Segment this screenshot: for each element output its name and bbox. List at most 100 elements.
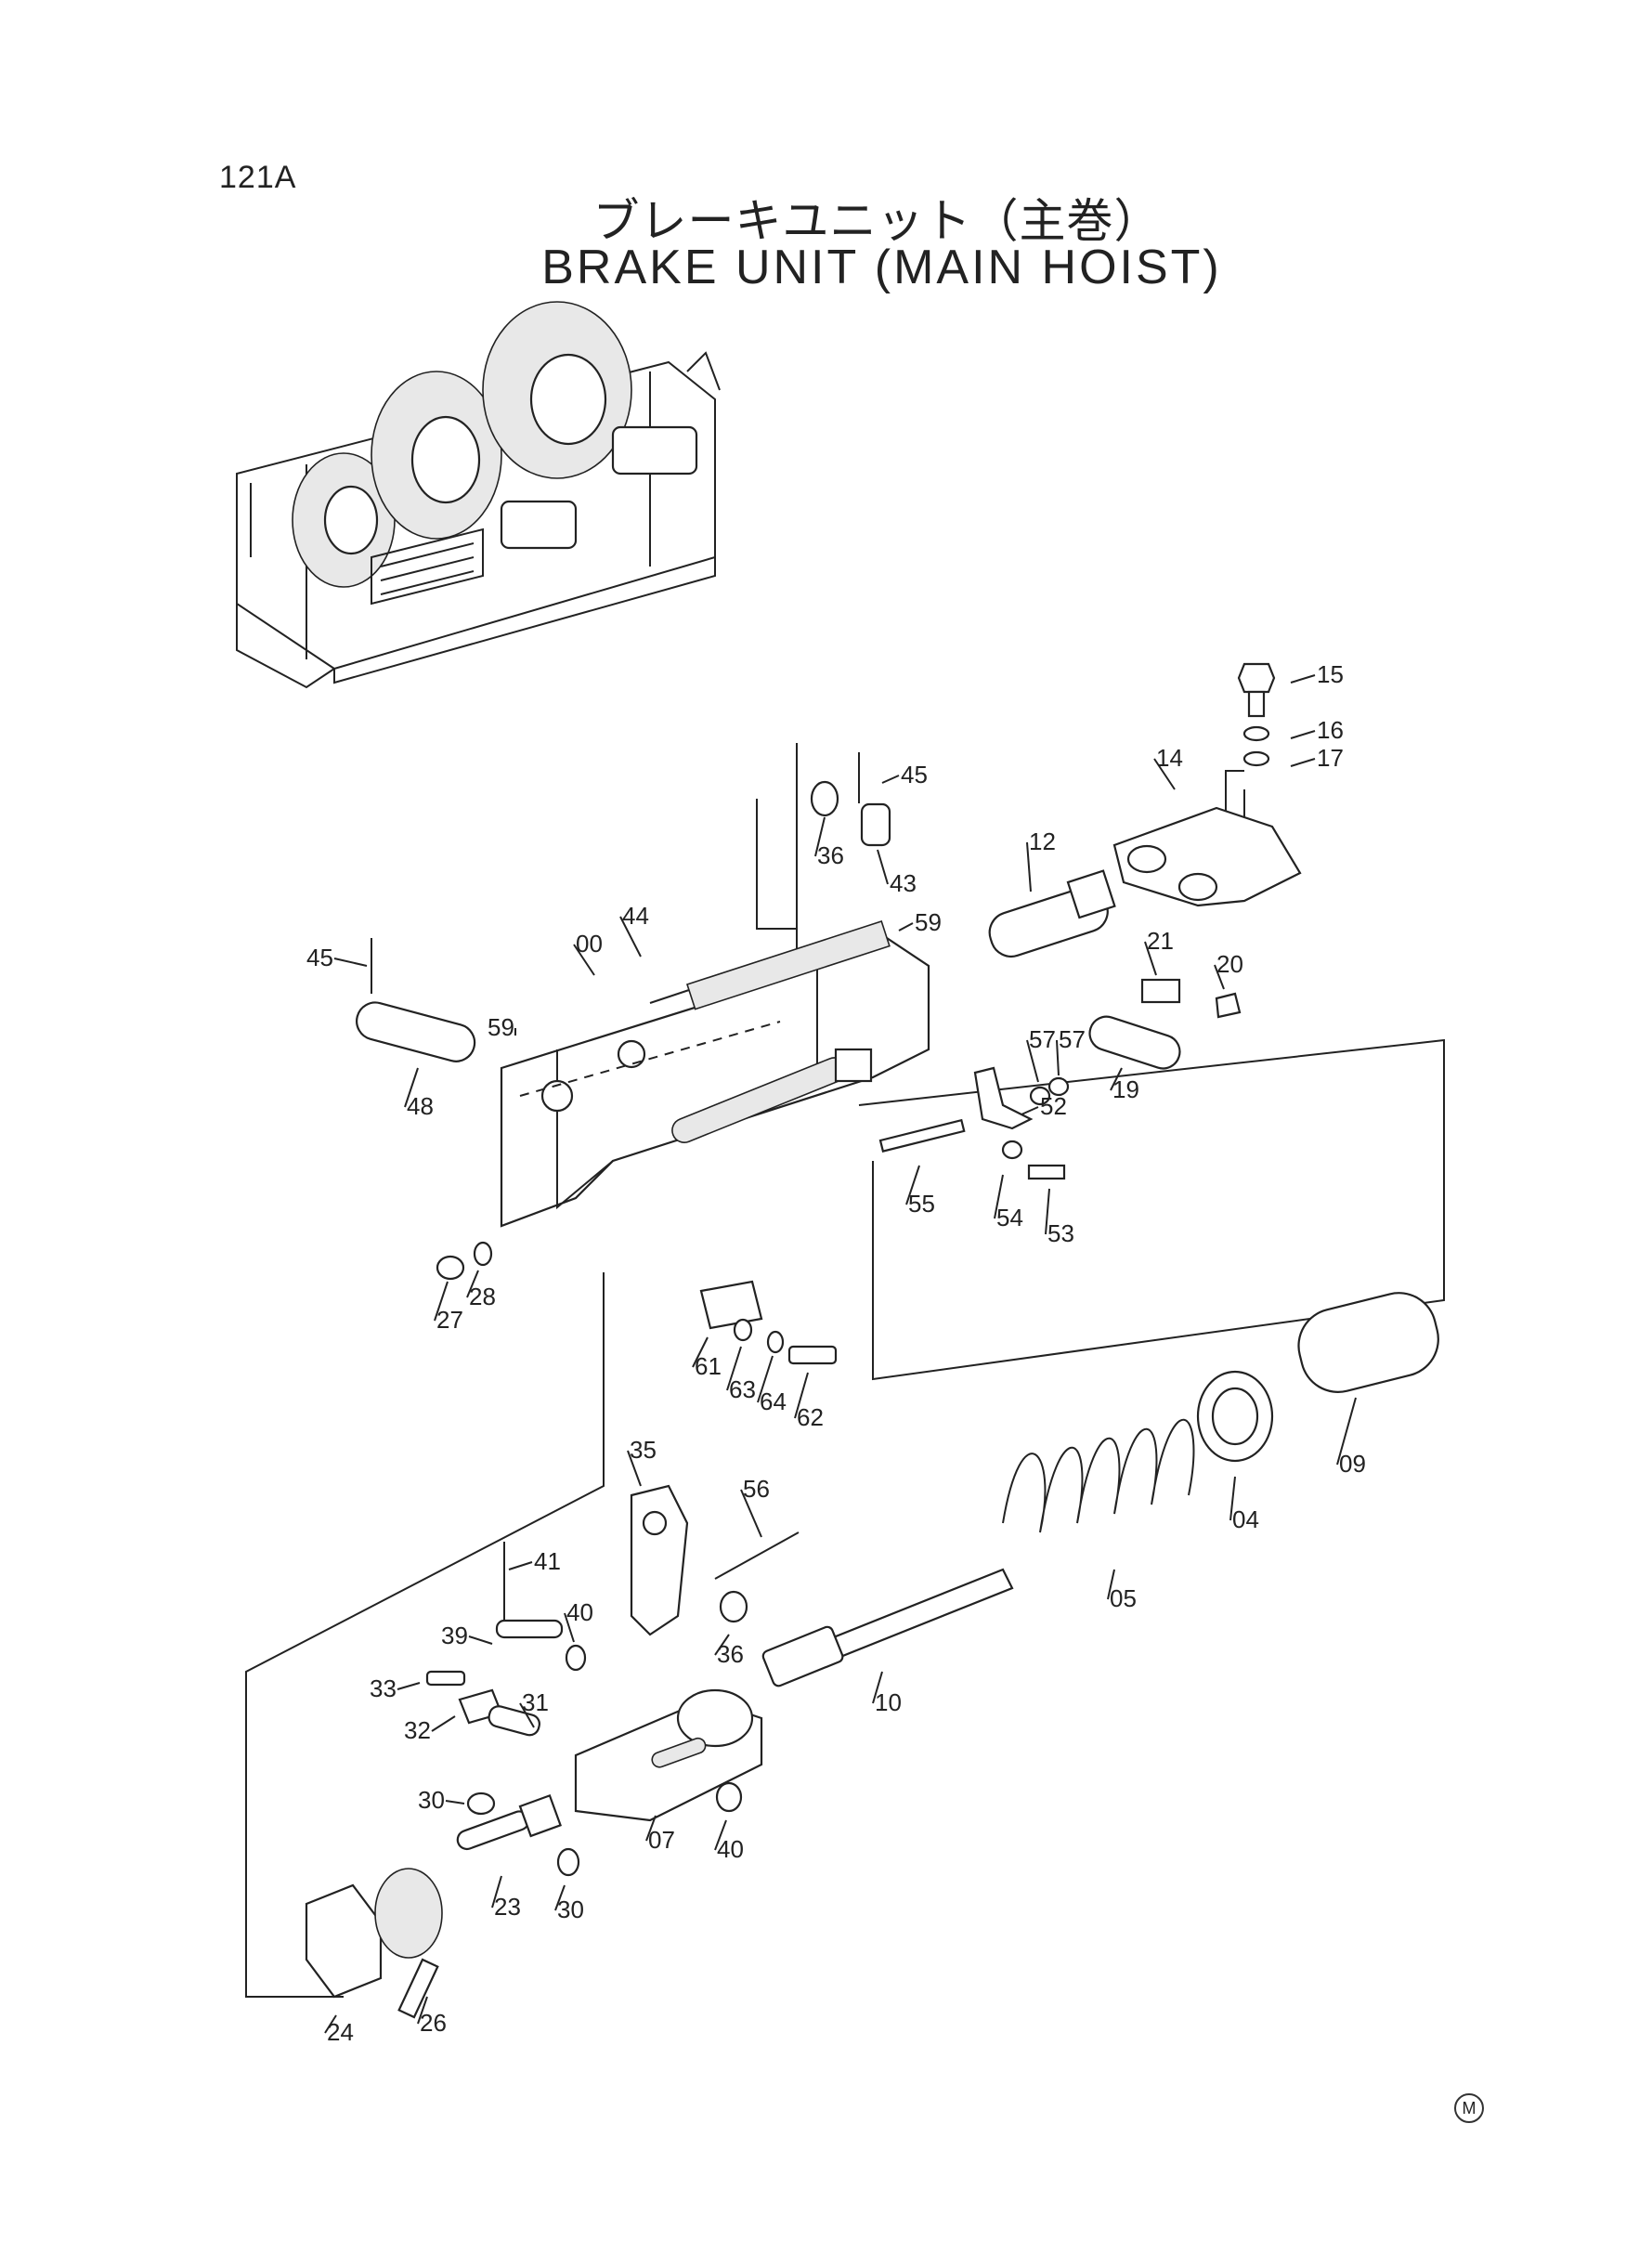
callout-leader [814, 816, 826, 857]
callout-number: 63 [729, 1375, 756, 1403]
cylinder-part-12 [988, 869, 1116, 958]
callout-leader [468, 1635, 493, 1645]
callout-leader [1021, 1106, 1039, 1115]
callout-leader [1107, 1569, 1115, 1600]
callout-number: 10 [875, 1688, 902, 1716]
adjuster-parts-23-30 [456, 1791, 580, 1877]
callout-number: 57 [1029, 1025, 1056, 1053]
callout-leader [466, 1270, 479, 1298]
callout-number: 23 [494, 1893, 521, 1921]
callout-number: 54 [996, 1204, 1023, 1231]
callout-leader [491, 1875, 502, 1909]
title-english: BRAKE UNIT (MAIN HOIST) [541, 241, 1222, 294]
callout-leader [445, 1800, 465, 1804]
callout-number: 26 [420, 2009, 447, 2037]
callout-leader [872, 1671, 883, 1704]
callout-leader [714, 1634, 730, 1656]
title-japanese: ブレーキユニット（主巻） [592, 194, 1162, 248]
callout-number: 39 [441, 1622, 468, 1649]
callout-leader [877, 849, 889, 885]
callout-number: 35 [630, 1436, 657, 1464]
callout-leader [1153, 758, 1176, 790]
callout-number: 05 [1110, 1584, 1137, 1612]
callout-number: 44 [622, 902, 649, 930]
callout-number: 40 [566, 1598, 593, 1626]
main-frame-part-00 [500, 920, 930, 1228]
callout-number: 21 [1147, 927, 1174, 955]
callout-leader [714, 1819, 727, 1851]
callout-leader [794, 1372, 809, 1419]
callout-number: 14 [1156, 744, 1183, 772]
callout-number: 20 [1216, 950, 1243, 978]
plate-bolt-parts-61-64 [699, 1280, 838, 1365]
bolt-part-15 [1237, 662, 1276, 767]
callout-leader [324, 2014, 337, 2034]
callout-leader [1144, 941, 1157, 976]
callout-leader [692, 1336, 709, 1368]
callout-number: 04 [1232, 1505, 1259, 1533]
winch-overview-illustration [236, 301, 721, 689]
callout-number: 31 [522, 1688, 549, 1716]
bolt-plate-parts-31-33 [425, 1670, 540, 1737]
callout-number: 45 [306, 944, 333, 971]
callout-leader [1026, 1039, 1039, 1083]
callout-leader [881, 775, 900, 784]
callout-leader [627, 1450, 642, 1487]
page-code: 121A [219, 160, 297, 195]
pin-part-43 [810, 752, 891, 847]
callout-leader [645, 1815, 657, 1842]
callout-number: 56 [743, 1475, 770, 1503]
callout-number: 55 [908, 1190, 935, 1218]
pin-link-parts-39-41 [495, 1542, 587, 1672]
publisher-mark: M [1454, 2093, 1484, 2123]
callout-number: 32 [404, 1716, 431, 1744]
actuator-part-24 [305, 1868, 443, 2019]
callout-number: 24 [327, 2018, 354, 2046]
spring-part-05 [1002, 1418, 1195, 1533]
callout-leader [1045, 1188, 1050, 1235]
callout-number: 45 [901, 761, 928, 788]
callout-number: 30 [557, 1896, 584, 1923]
callout-leader [434, 1281, 449, 1322]
callout-leader [397, 1682, 421, 1690]
rod-part-10 [761, 1568, 1014, 1687]
bracket-parts-21-20 [1029, 978, 1242, 1106]
callout-number: 19 [1112, 1075, 1139, 1103]
callout-number: 33 [370, 1674, 397, 1702]
callout-leader [757, 1355, 774, 1403]
callout-leader [333, 958, 368, 967]
plate-part-14 [1112, 806, 1302, 907]
callout-number: 41 [534, 1547, 561, 1575]
arm-part-35 [630, 1484, 800, 1636]
callout-leader [619, 916, 642, 958]
callout-number: 36 [717, 1640, 744, 1668]
callout-number: 59 [488, 1013, 514, 1041]
callout-number: 07 [648, 1826, 675, 1854]
callout-leader [431, 1715, 456, 1732]
callout-number: 12 [1029, 827, 1056, 855]
callout-leader [417, 1996, 428, 2025]
callout-number: 57 [1059, 1025, 1086, 1053]
callout-leader [508, 1561, 533, 1570]
lever-part-52 [878, 1066, 1066, 1180]
callout-leader [994, 1174, 1004, 1219]
callout-number: 30 [418, 1786, 445, 1814]
callout-leader [1290, 758, 1316, 767]
callout-number: 59 [915, 908, 942, 936]
callout-leader [1336, 1397, 1357, 1466]
pin-part-19 [1088, 1015, 1181, 1070]
callout-leader [1229, 1476, 1236, 1521]
callout-leader [898, 922, 914, 932]
callout-leader [1026, 841, 1032, 892]
callout-leader [1110, 1067, 1123, 1091]
bracket-part-07 [574, 1688, 763, 1822]
callout-leader [1290, 674, 1316, 684]
callout-leader [519, 1702, 535, 1728]
callout-number: 27 [436, 1306, 463, 1334]
callout-number: 64 [760, 1388, 787, 1415]
callout-leader [740, 1489, 762, 1538]
callout-number: 40 [717, 1835, 744, 1863]
callout-number: 28 [469, 1283, 496, 1310]
callout-number: 15 [1317, 660, 1344, 688]
